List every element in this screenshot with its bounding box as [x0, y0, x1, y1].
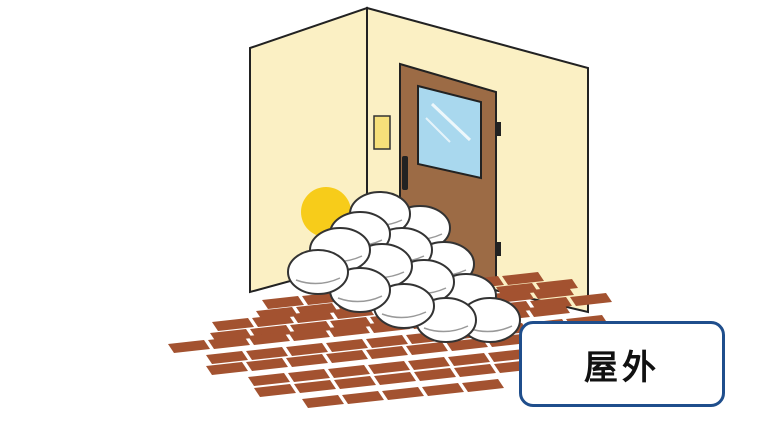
- floor-brick: [374, 372, 416, 385]
- floor-brick: [422, 383, 464, 396]
- floor-brick: [328, 365, 370, 378]
- floor-brick: [382, 387, 424, 400]
- floor-brick: [168, 340, 210, 353]
- floor-brick: [248, 373, 290, 386]
- floor-brick: [326, 339, 368, 352]
- floor-brick: [206, 351, 248, 364]
- light-switch-icon: [373, 115, 391, 150]
- floor-brick: [570, 293, 612, 306]
- floor-brick: [262, 296, 304, 309]
- floor-brick: [532, 286, 574, 299]
- floor-brick: [342, 391, 384, 404]
- floor-brick: [366, 335, 408, 348]
- floor-brick: [288, 369, 330, 382]
- floor-brick: [414, 368, 456, 381]
- floor-brick: [208, 336, 250, 349]
- floor-brick: [528, 304, 570, 317]
- floor-brick: [246, 347, 288, 360]
- sandbag-icon: [287, 249, 349, 295]
- floor-brick: [334, 376, 376, 389]
- floor-brick: [328, 324, 370, 337]
- floor-brick: [408, 357, 450, 370]
- floor-brick: [462, 379, 504, 392]
- floor-brick: [292, 310, 334, 323]
- floor-brick: [366, 346, 408, 359]
- floor-brick: [326, 350, 368, 363]
- floor-brick: [454, 364, 496, 377]
- floor-brick: [206, 362, 248, 375]
- outdoor-label: 屋外: [519, 321, 725, 407]
- floor-brick: [286, 354, 328, 367]
- sandbag-stack: [287, 191, 521, 343]
- floor-brick: [448, 353, 490, 366]
- floor-brick: [288, 328, 330, 341]
- floor-brick: [286, 343, 328, 356]
- outdoor-label-text: 屋外: [584, 347, 660, 388]
- floor-brick: [368, 361, 410, 374]
- floor-brick: [246, 358, 288, 371]
- floor-brick: [502, 272, 544, 285]
- floor-brick: [248, 332, 290, 345]
- floor-brick: [212, 318, 254, 331]
- floor-brick: [406, 342, 448, 355]
- floor-brick: [254, 384, 296, 397]
- floor-brick: [294, 380, 336, 393]
- floor-brick: [302, 395, 344, 408]
- floor-brick: [252, 314, 294, 327]
